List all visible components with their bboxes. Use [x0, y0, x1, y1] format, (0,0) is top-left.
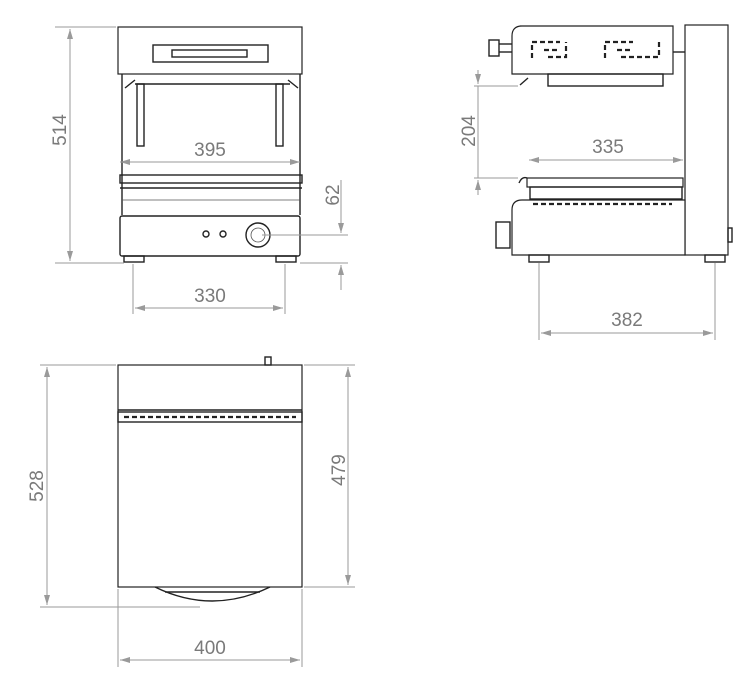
- dim-control-height: 62: [323, 184, 344, 205]
- side-base: [511, 199, 686, 256]
- side-hood: [511, 25, 674, 75]
- foot: [528, 254, 550, 263]
- left-rail: [136, 83, 145, 147]
- dim-front-feet-spacing: 330: [194, 286, 226, 307]
- indicator-light-icon: [219, 230, 227, 238]
- side-view: 204 335 382: [459, 24, 733, 340]
- dim-body-depth: 479: [329, 454, 350, 486]
- side-column: [684, 24, 729, 256]
- dim-front-inner-width: 395: [194, 140, 226, 161]
- hood-handle-side: [488, 39, 500, 57]
- side-grill-plate: [526, 177, 684, 188]
- dim-total-depth: 528: [27, 470, 48, 502]
- dim-grill-depth: 335: [592, 137, 624, 158]
- top-front-knob: [154, 586, 271, 602]
- top-body: [117, 364, 303, 588]
- foot: [275, 255, 297, 263]
- dim-side-feet-spacing: 382: [611, 310, 643, 331]
- top-view: 528 479 400: [27, 356, 355, 667]
- indicator-light-icon: [202, 230, 210, 238]
- side-knob-icon: [495, 221, 511, 249]
- grill-plate: [119, 174, 303, 184]
- hood-handle: [152, 44, 269, 63]
- foot: [704, 254, 726, 263]
- dim-front-height: 514: [50, 114, 71, 146]
- right-rail: [275, 83, 284, 147]
- dim-top-width: 400: [194, 638, 226, 659]
- control-panel: [119, 215, 301, 257]
- foot: [123, 255, 145, 263]
- heating-element: [547, 73, 664, 87]
- front-view: 514 395 62 330: [50, 26, 348, 314]
- dim-grill-gap: 204: [459, 115, 480, 147]
